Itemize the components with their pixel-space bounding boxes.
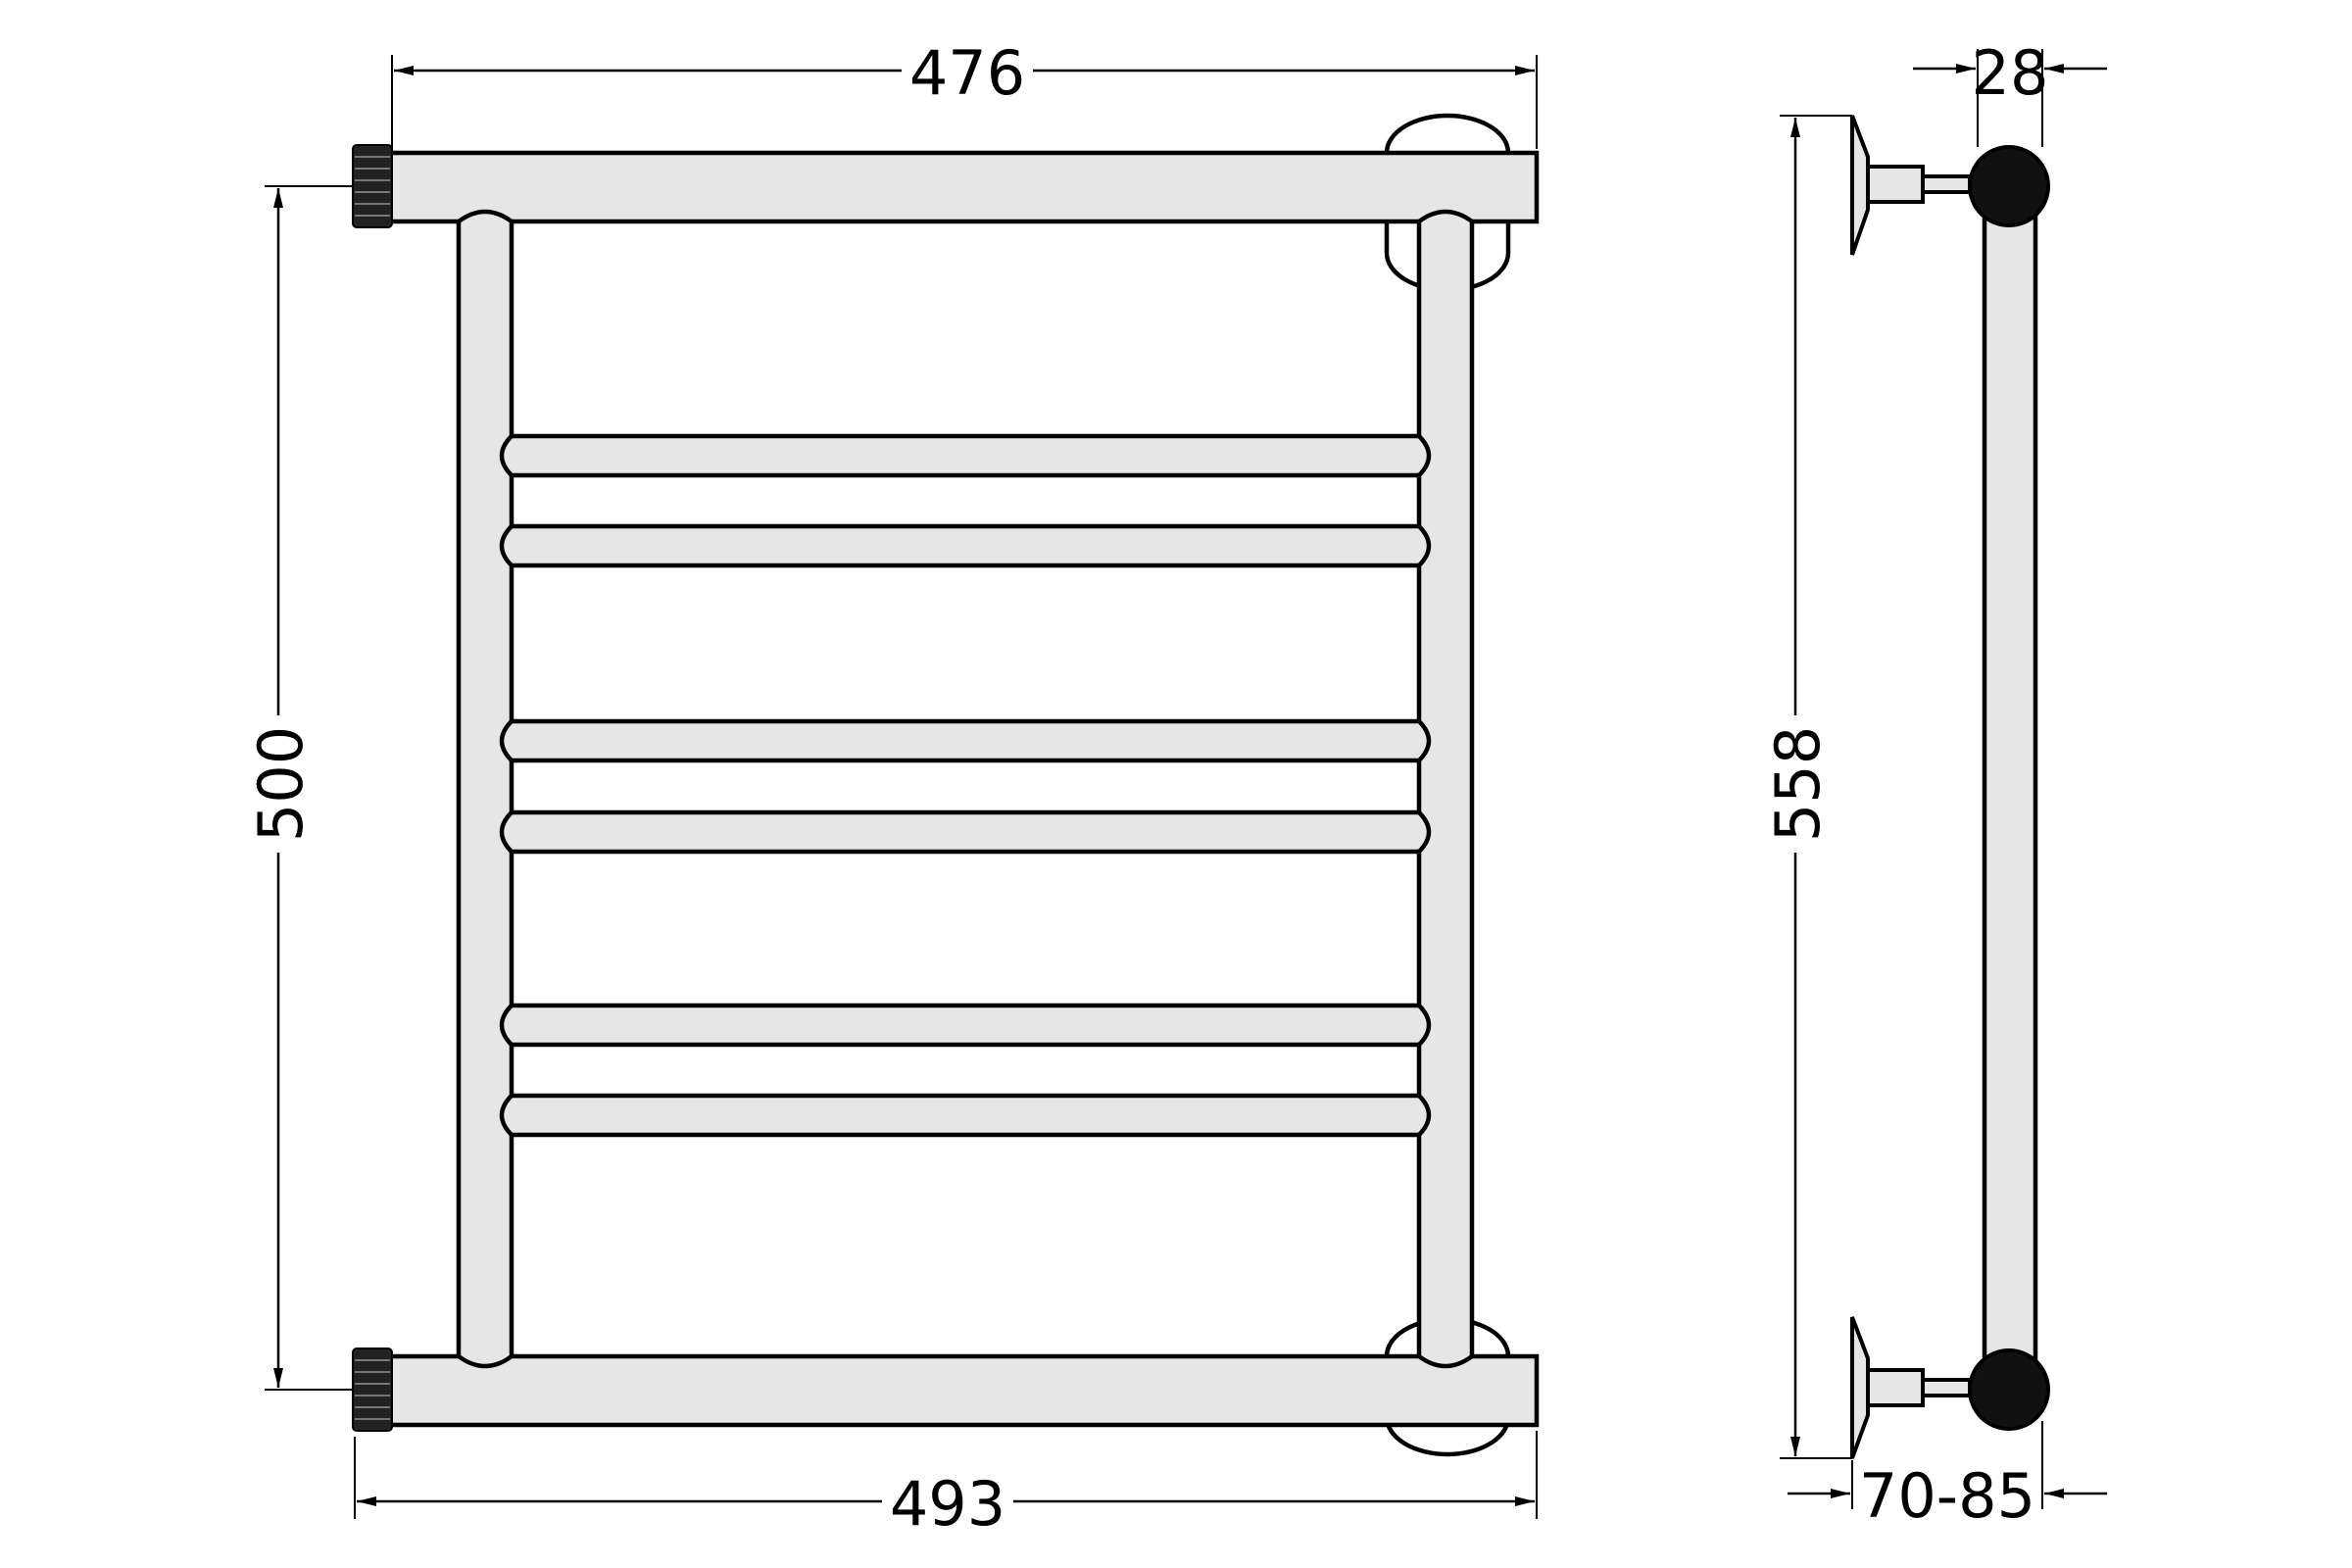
wall-distance-label: 70-85 [1859,1460,2035,1532]
height-side-label: 558 [1762,726,1834,842]
pipe-diameter-label: 28 [1972,37,2049,109]
bottom-thread-connector [352,1348,393,1432]
dimension-side-height: 558 [1762,115,1852,1459]
side-bottom-cap [1968,1348,2050,1431]
top-pipe [387,150,1540,224]
rung [499,1003,1432,1048]
bottom-pipe [387,1353,1540,1428]
side-bottom-bracket [1850,1316,2050,1459]
dimension-bottom-width: 493 [354,1431,1538,1540]
side-top-cap [1968,145,2050,227]
bottom-width-label: 493 [890,1468,1005,1540]
dimension-pipe-diameter: 28 [1913,37,2107,147]
rung [499,809,1432,855]
side-vertical-pipe [1982,183,2038,1393]
side-top-bracket [1850,115,2050,256]
rung [499,1093,1432,1138]
rung [499,523,1432,568]
top-thread-connector [352,144,393,228]
dimension-left-height: 500 [245,185,353,1391]
top-width-label: 476 [909,37,1025,109]
right-post [1416,209,1475,1369]
height-left-label: 500 [245,726,317,842]
rung [499,718,1432,763]
rung-group-1 [499,433,1432,568]
left-post [456,209,514,1369]
front-view: 476 493 500 [245,37,1540,1540]
dimension-top-width: 476 [391,37,1538,149]
dimension-wall-distance: 70-85 [1788,1421,2107,1532]
rung [499,433,1432,478]
rung-group-3 [499,1003,1432,1138]
rung-group-2 [499,718,1432,855]
side-view: 28 558 70-85 [1762,37,2107,1532]
